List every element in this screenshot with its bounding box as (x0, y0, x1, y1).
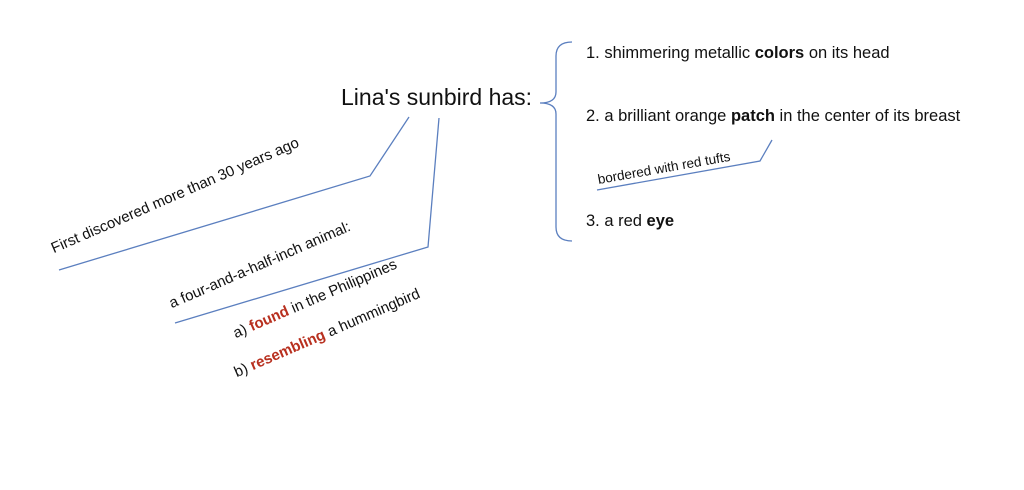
curly-brace (539, 41, 573, 242)
diagram-title: Lina's sunbird has: (341, 84, 533, 110)
feature-item-patch: 2. a brilliant orange patch in the cente… (586, 108, 960, 125)
feature-item-emphasis: colors (754, 44, 805, 62)
branch-animal-connector (174, 117, 440, 324)
feature-item-prefix: 1. shimmering metallic (586, 44, 755, 62)
feature-item-eye: 3. a red eye (586, 213, 674, 230)
branch-discovered-connector (58, 116, 410, 271)
feature-item-emphasis: patch (730, 107, 775, 125)
feature-item-prefix: 3. a red (586, 212, 647, 230)
feature-item-colors: 1. shimmering metallic colors on its hea… (586, 45, 890, 62)
sub-note-connector (596, 139, 773, 191)
feature-item-suffix: in the center of its breast (774, 107, 961, 125)
feature-item-emphasis: eye (646, 212, 675, 230)
feature-item-prefix: 2. a brilliant orange (586, 107, 731, 125)
feature-item-suffix: on its head (804, 44, 890, 62)
